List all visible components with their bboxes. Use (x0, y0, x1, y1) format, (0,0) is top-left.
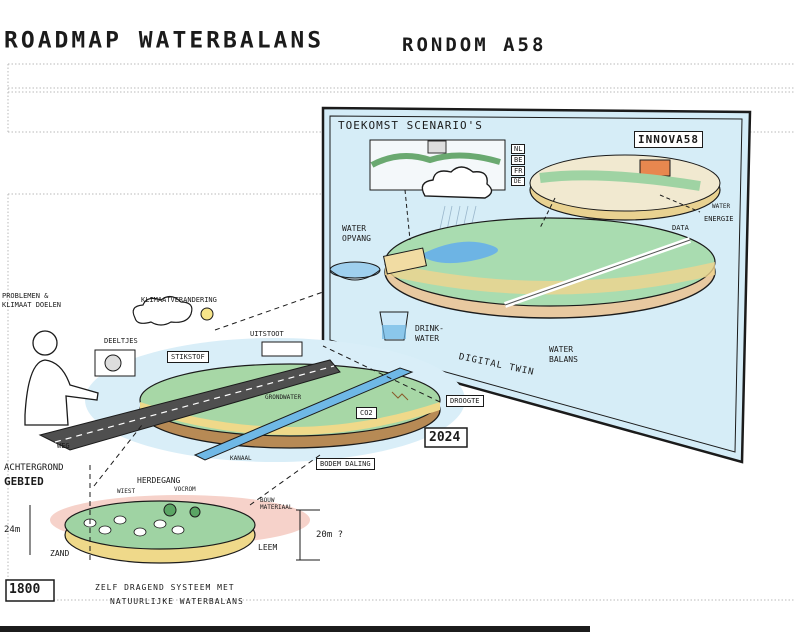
bodemdaling-label: BODEM DALING (316, 458, 375, 470)
caption-line2: NATUURLIJKE WATERBALANS (110, 597, 244, 606)
bouw-materiaal-label: BOUW MATERIAAL (260, 497, 293, 511)
person-illustration (24, 330, 99, 426)
wiest-label: WIEST (117, 488, 136, 495)
leem-label: LEEM (258, 543, 278, 552)
energie-label: ENERGIE (704, 215, 734, 223)
zand-label: ZAND (50, 549, 70, 558)
kanaal-label: KANAAL (230, 455, 252, 462)
caption-line1: ZELF DRAGEND SYSTEEM MET (95, 583, 235, 592)
stikstof-label: STIKSTOF (167, 351, 209, 363)
co2-label: CO2 (356, 407, 377, 419)
disk-2024 (38, 295, 441, 461)
country-de: DE (511, 177, 526, 186)
klimaat-label: KLIMAATVERANDERING (141, 296, 217, 304)
achtergrond-label: ACHTERGROND (4, 463, 64, 473)
country-nl: NL (511, 144, 526, 154)
vocrom-label: VOCROM (174, 486, 196, 493)
droogte-label: DROOGTE (446, 395, 484, 407)
bottom-bar (0, 626, 590, 632)
digital-twin-screen (321, 106, 752, 464)
page-subtitle: RONDOM A58 (402, 34, 547, 56)
grondwater-label: GRONDWATER (265, 394, 302, 401)
depth-right-label: 20m ? (316, 530, 344, 540)
depth-left-label: 24m (4, 525, 21, 535)
country-flags: NL BE FR DE (511, 144, 526, 186)
herdegang-label: HERDEGANG (137, 476, 181, 485)
innova58-label: INNOVA58 (634, 131, 703, 148)
weg-label: WEG (57, 442, 70, 450)
water-label: WATER (712, 203, 731, 210)
problemen-label: PROBLEMEN & KLIMAAT DOELEN (2, 292, 62, 309)
scenarios-label: TOEKOMST SCENARIO'S (338, 119, 483, 132)
year-1800: 1800 (9, 582, 41, 597)
year-2024: 2024 (429, 430, 461, 445)
data-label: DATA (672, 224, 689, 232)
country-be: BE (511, 155, 526, 165)
water-balans-label: WATER BALANS (549, 345, 578, 364)
deeltjes-label: DEELTJES (104, 337, 138, 345)
drink-water-label: DRINK- WATER (415, 324, 444, 343)
gebied-label: GEBIED (4, 475, 44, 488)
water-opvang-label: WATER OPVANG (342, 224, 371, 243)
page-title: ROADMAP WATERBALANS (4, 28, 325, 54)
country-fr: FR (511, 166, 526, 176)
uitstoot-label: UITSTOOT (250, 330, 284, 338)
disk-1800 (64, 500, 256, 564)
